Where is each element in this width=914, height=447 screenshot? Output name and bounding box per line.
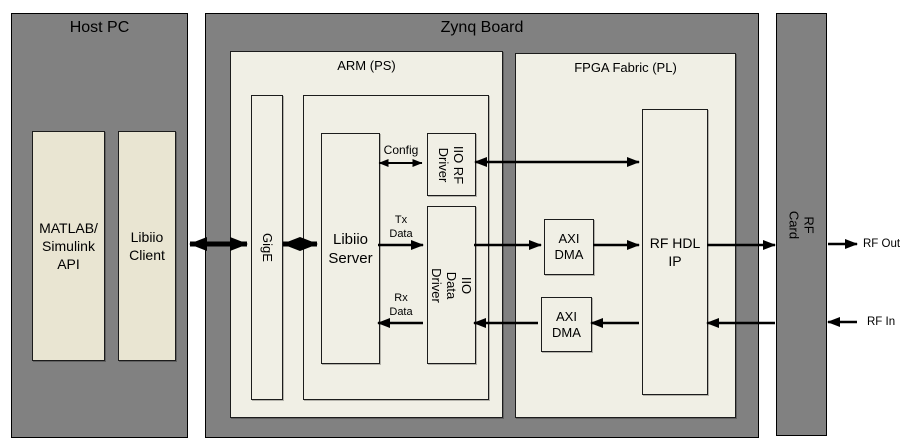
host-pc-panel: Host PC MATLAB/ Simulink API Libiio Clie…	[11, 13, 188, 438]
rf-hdl-ip-block: RF HDL IP	[642, 109, 708, 395]
libiio-client-block: Libiio Client	[118, 131, 176, 361]
iio-data-driver-label: IIO Data Driver	[429, 267, 474, 303]
tx-data-label: Tx Data	[389, 214, 413, 240]
host-pc-title: Host PC	[69, 19, 130, 36]
iio-rf-driver-label: IIO RF Driver	[436, 145, 467, 184]
fpga-fabric-pl-title: FPGA Fabric (PL)	[574, 60, 677, 75]
rf-out-label: RF Out	[863, 238, 901, 250]
axi-dma-rx-block: AXI DMA	[541, 297, 592, 352]
iio-data-driver-block: IIO Data Driver	[427, 206, 476, 364]
rf-in-label: RF In	[867, 316, 896, 328]
gige-block: GigE	[251, 95, 283, 400]
gige-label: GigE	[259, 233, 275, 262]
axi-dma-tx-block: AXI DMA	[544, 219, 594, 275]
fpga-fabric-pl-region: FPGA Fabric (PL) AXI DMA AXI DMA RF HDL …	[515, 53, 736, 418]
rx-data-label: Rx Data	[389, 292, 413, 318]
arm-ps-region: ARM (PS) GigE Libiio Server IIO RF Drive…	[230, 51, 503, 418]
matlab-simulink-api-block: MATLAB/ Simulink API	[32, 131, 105, 361]
rf-card-label: RF Card	[786, 210, 817, 239]
zynq-board-title: Zynq Board	[440, 19, 524, 36]
arm-ps-title: ARM (PS)	[337, 58, 396, 73]
rf-card-panel: RF Card	[776, 13, 827, 436]
iio-rf-driver-block: IIO RF Driver	[427, 133, 476, 196]
libiio-server-container: Libiio Server IIO RF Driver IIO Data Dri…	[303, 95, 489, 400]
zynq-board-panel: Zynq Board ARM (PS) GigE Libiio Server I…	[205, 13, 759, 438]
libiio-server-block: Libiio Server	[321, 133, 380, 364]
config-label: Config	[383, 143, 419, 157]
